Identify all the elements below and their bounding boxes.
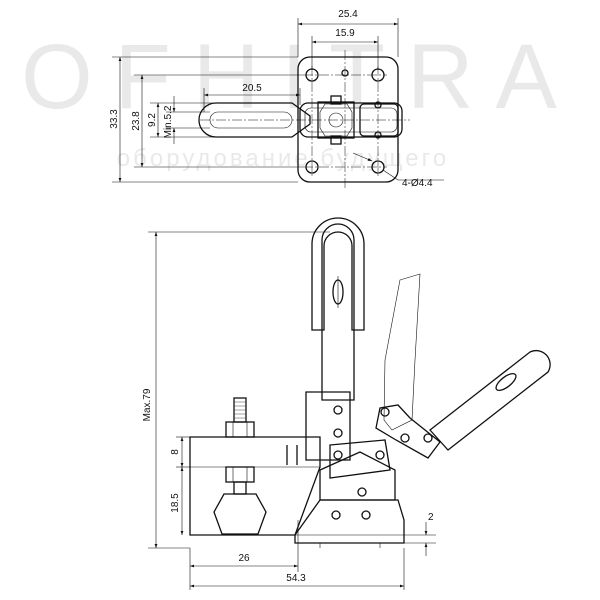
top-arm (299, 102, 403, 138)
side-handle-open (375, 273, 551, 459)
dim-overall-length: 54.3 (286, 573, 306, 584)
spindle (213, 397, 267, 535)
dim-overall-width: 25.4 (338, 9, 358, 20)
spindle-rubber-cap (213, 493, 267, 535)
dim-slot-min: Min.5.2 (163, 105, 174, 138)
side-mount-plate (294, 499, 405, 544)
dim-base-thickness: 2 (428, 512, 434, 523)
side-view-dimensions: Max.79 8 18.5 2 26 54.3 (142, 231, 436, 590)
top-spindle-nut (317, 101, 355, 139)
dim-hole-spacing: 15.9 (335, 28, 355, 39)
dim-max-height: Max.79 (142, 388, 153, 421)
side-arm (305, 217, 365, 461)
dim-hole-height: 23.8 (131, 111, 142, 131)
side-view (189, 217, 551, 548)
top-view-dimensions: 25.4 15.9 20.5 33.3 23.8 9.2 Min.5.2 (109, 9, 444, 189)
dim-reach: 26 (238, 553, 250, 564)
dim-top-step: 8 (170, 449, 181, 455)
watermark-tagline: оборудование будущего (117, 145, 449, 172)
dim-handle-offset: 20.5 (242, 83, 262, 94)
side-linkage (319, 439, 396, 520)
dim-slot-height: 9.2 (147, 113, 158, 127)
top-view (198, 50, 410, 190)
watermark: OFHITRA оборудование будущего (21, 26, 579, 172)
watermark-brand: OFHITRA (21, 26, 579, 128)
dim-spindle-height: 18.5 (170, 493, 181, 513)
dim-overall-height: 33.3 (109, 109, 120, 129)
dim-holes: 4-Ø4.4 (402, 178, 433, 189)
side-base-body (189, 436, 321, 536)
